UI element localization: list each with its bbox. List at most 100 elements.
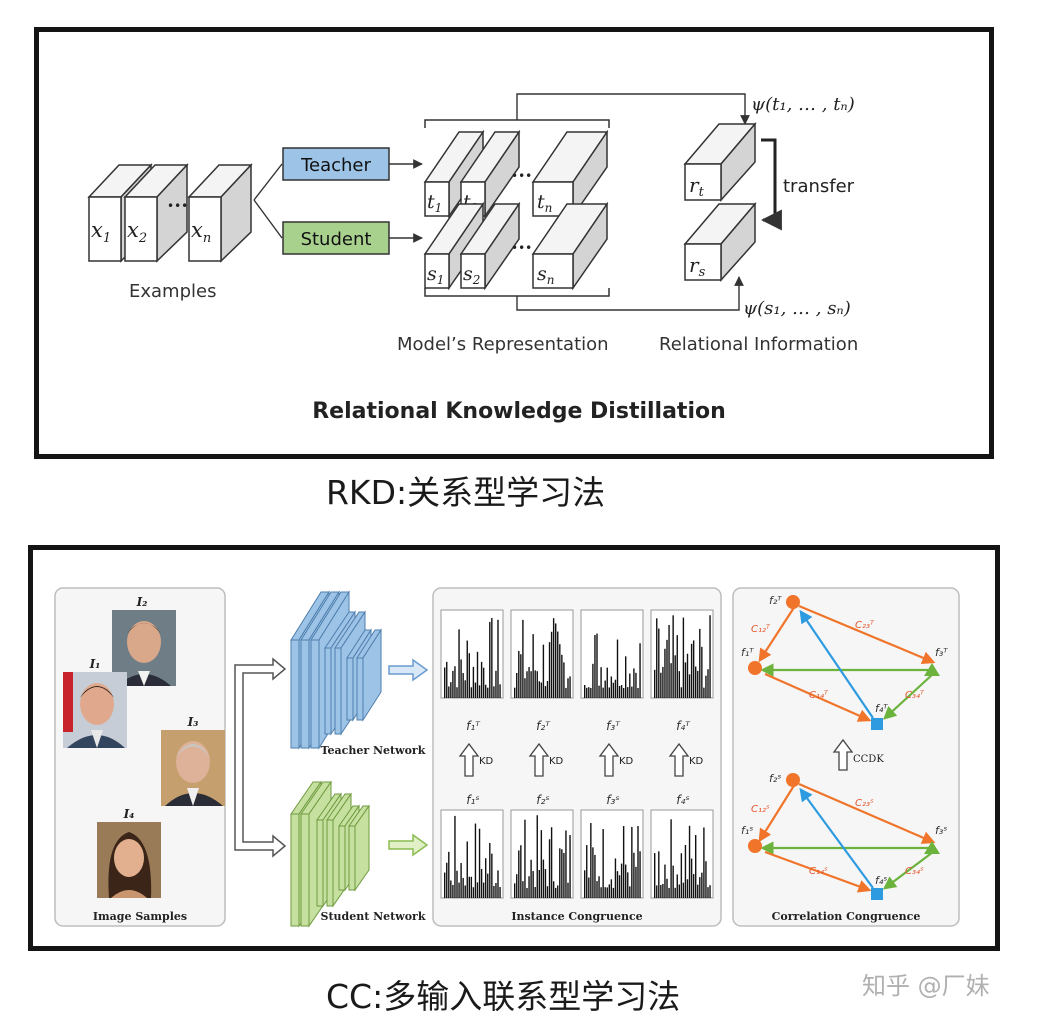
histogram-bar (534, 670, 536, 698)
student-rep-symbol: s (537, 263, 547, 285)
histogram-bar (563, 852, 565, 898)
histogram-bar (446, 661, 448, 698)
histogram-bar (664, 648, 666, 698)
histogram-bar (584, 684, 586, 698)
teacher-rep-symbol: t (463, 191, 471, 213)
histogram-bar (622, 687, 625, 698)
histogram-bar (705, 861, 707, 898)
cc-figure: I₂ I₁ I₃ (28, 545, 1000, 951)
kd-label: KD (689, 756, 704, 767)
histogram-bar (561, 654, 563, 698)
histogram-bar (656, 885, 658, 898)
teacher-output-arrow (388, 658, 429, 682)
histogram-bar (448, 851, 450, 898)
example-block-2: x2 (123, 163, 189, 263)
image-label-i4: I₄ (123, 807, 135, 821)
histogram-bar (482, 667, 485, 698)
histogram-bar (688, 825, 691, 898)
histogram-bar (627, 872, 629, 898)
node-triangle-icon (924, 663, 940, 676)
histogram-bar (559, 848, 561, 898)
histogram-bar (606, 667, 608, 698)
histogram-bar (692, 874, 695, 898)
student-feature-label: f₃ˢ (606, 793, 620, 807)
histogram-bar (444, 872, 446, 898)
histogram-bar (552, 881, 555, 898)
histogram-bar (703, 827, 705, 898)
histogram-bar (460, 863, 462, 898)
histogram-bar (476, 882, 479, 898)
histogram-bar (618, 875, 621, 898)
histogram-bar (550, 631, 553, 698)
histogram-bar (705, 675, 707, 698)
rkd-figure: x1 x2 ••• xn Examples Teacher (34, 27, 994, 459)
teacher-representations: t1 t2 ••• tn (423, 129, 609, 219)
histogram-bar (538, 869, 540, 898)
histogram-bar (536, 671, 538, 698)
edge-c14 (764, 850, 872, 893)
teacher-network-layers (290, 590, 382, 750)
histogram-bar (454, 815, 456, 898)
relational-block-teacher: rt (683, 121, 757, 202)
svg-text:sn: sn (537, 263, 555, 287)
histogram-bar (668, 887, 670, 898)
histogram-bar (616, 871, 619, 898)
histogram-bar (565, 830, 567, 898)
psi-student-label: ψ(s₁, … , sₙ) (743, 298, 851, 319)
student-rep-symbol: s (427, 263, 437, 285)
student-network-label: Student Network (321, 910, 426, 923)
histogram-bar (524, 819, 526, 898)
face-image-4 (97, 822, 161, 898)
histogram-bar (676, 635, 678, 698)
histogram-bar (631, 826, 633, 898)
psi-teacher-label: ψ(t₁, … , tₙ) (751, 94, 855, 115)
histogram-bar (534, 887, 536, 898)
example-symbol: x (127, 218, 139, 242)
graph-edge-label: C₁₂ˢ (751, 804, 770, 815)
histogram-bar (460, 659, 462, 698)
histogram-bar (472, 887, 475, 898)
histogram-bar (637, 825, 639, 898)
graph-node-label: f₂ˢ (769, 772, 781, 785)
teacher-feature-label: f₄ᵀ (676, 719, 691, 733)
histogram-bar (699, 877, 701, 898)
graph-edge-label: C₂₃ᵀ (855, 620, 875, 631)
histogram-bar (480, 661, 483, 698)
histogram-bar (672, 865, 674, 898)
teacher-label: Teacher (300, 155, 371, 176)
example-blocks: x1 x2 ••• xn (87, 163, 253, 263)
branch-line-teacher (253, 163, 283, 201)
histogram-bar (528, 667, 530, 698)
histogram-bar (608, 884, 610, 898)
histogram-bar (590, 823, 592, 898)
transfer-arrow (760, 138, 782, 231)
histogram-bar (557, 631, 559, 698)
histogram-bar (536, 815, 538, 898)
graph-node-label: f₁ˢ (741, 824, 753, 837)
r-student-subscript: s (699, 265, 706, 280)
student-rep-subscript: 1 (437, 273, 445, 287)
histogram-bar (452, 670, 454, 698)
histogram-bar (524, 678, 526, 698)
histogram-bar (518, 850, 520, 898)
histogram-bar (612, 682, 615, 698)
student-rep-block-2: s2 (459, 201, 521, 291)
histogram-bar (660, 884, 662, 898)
histogram-bar (482, 882, 485, 898)
image-label-i1: I₁ (89, 657, 101, 671)
histogram-bar (680, 853, 683, 898)
histogram-bar (530, 859, 532, 898)
histogram-bar (520, 845, 522, 898)
histogram-bar (688, 674, 691, 698)
histogram-bar (514, 687, 516, 698)
histogram-bar (546, 886, 549, 898)
graph-node-label: f₃ᵀ (935, 646, 948, 659)
histogram-bar (658, 628, 660, 698)
histogram-bar (450, 880, 452, 898)
student-bracket (424, 288, 610, 297)
histogram-bar (686, 653, 689, 698)
student-graph-nodes (748, 773, 940, 900)
histogram-bar (567, 882, 569, 898)
histogram-bar (635, 672, 637, 698)
node-circle-icon (786, 595, 800, 609)
